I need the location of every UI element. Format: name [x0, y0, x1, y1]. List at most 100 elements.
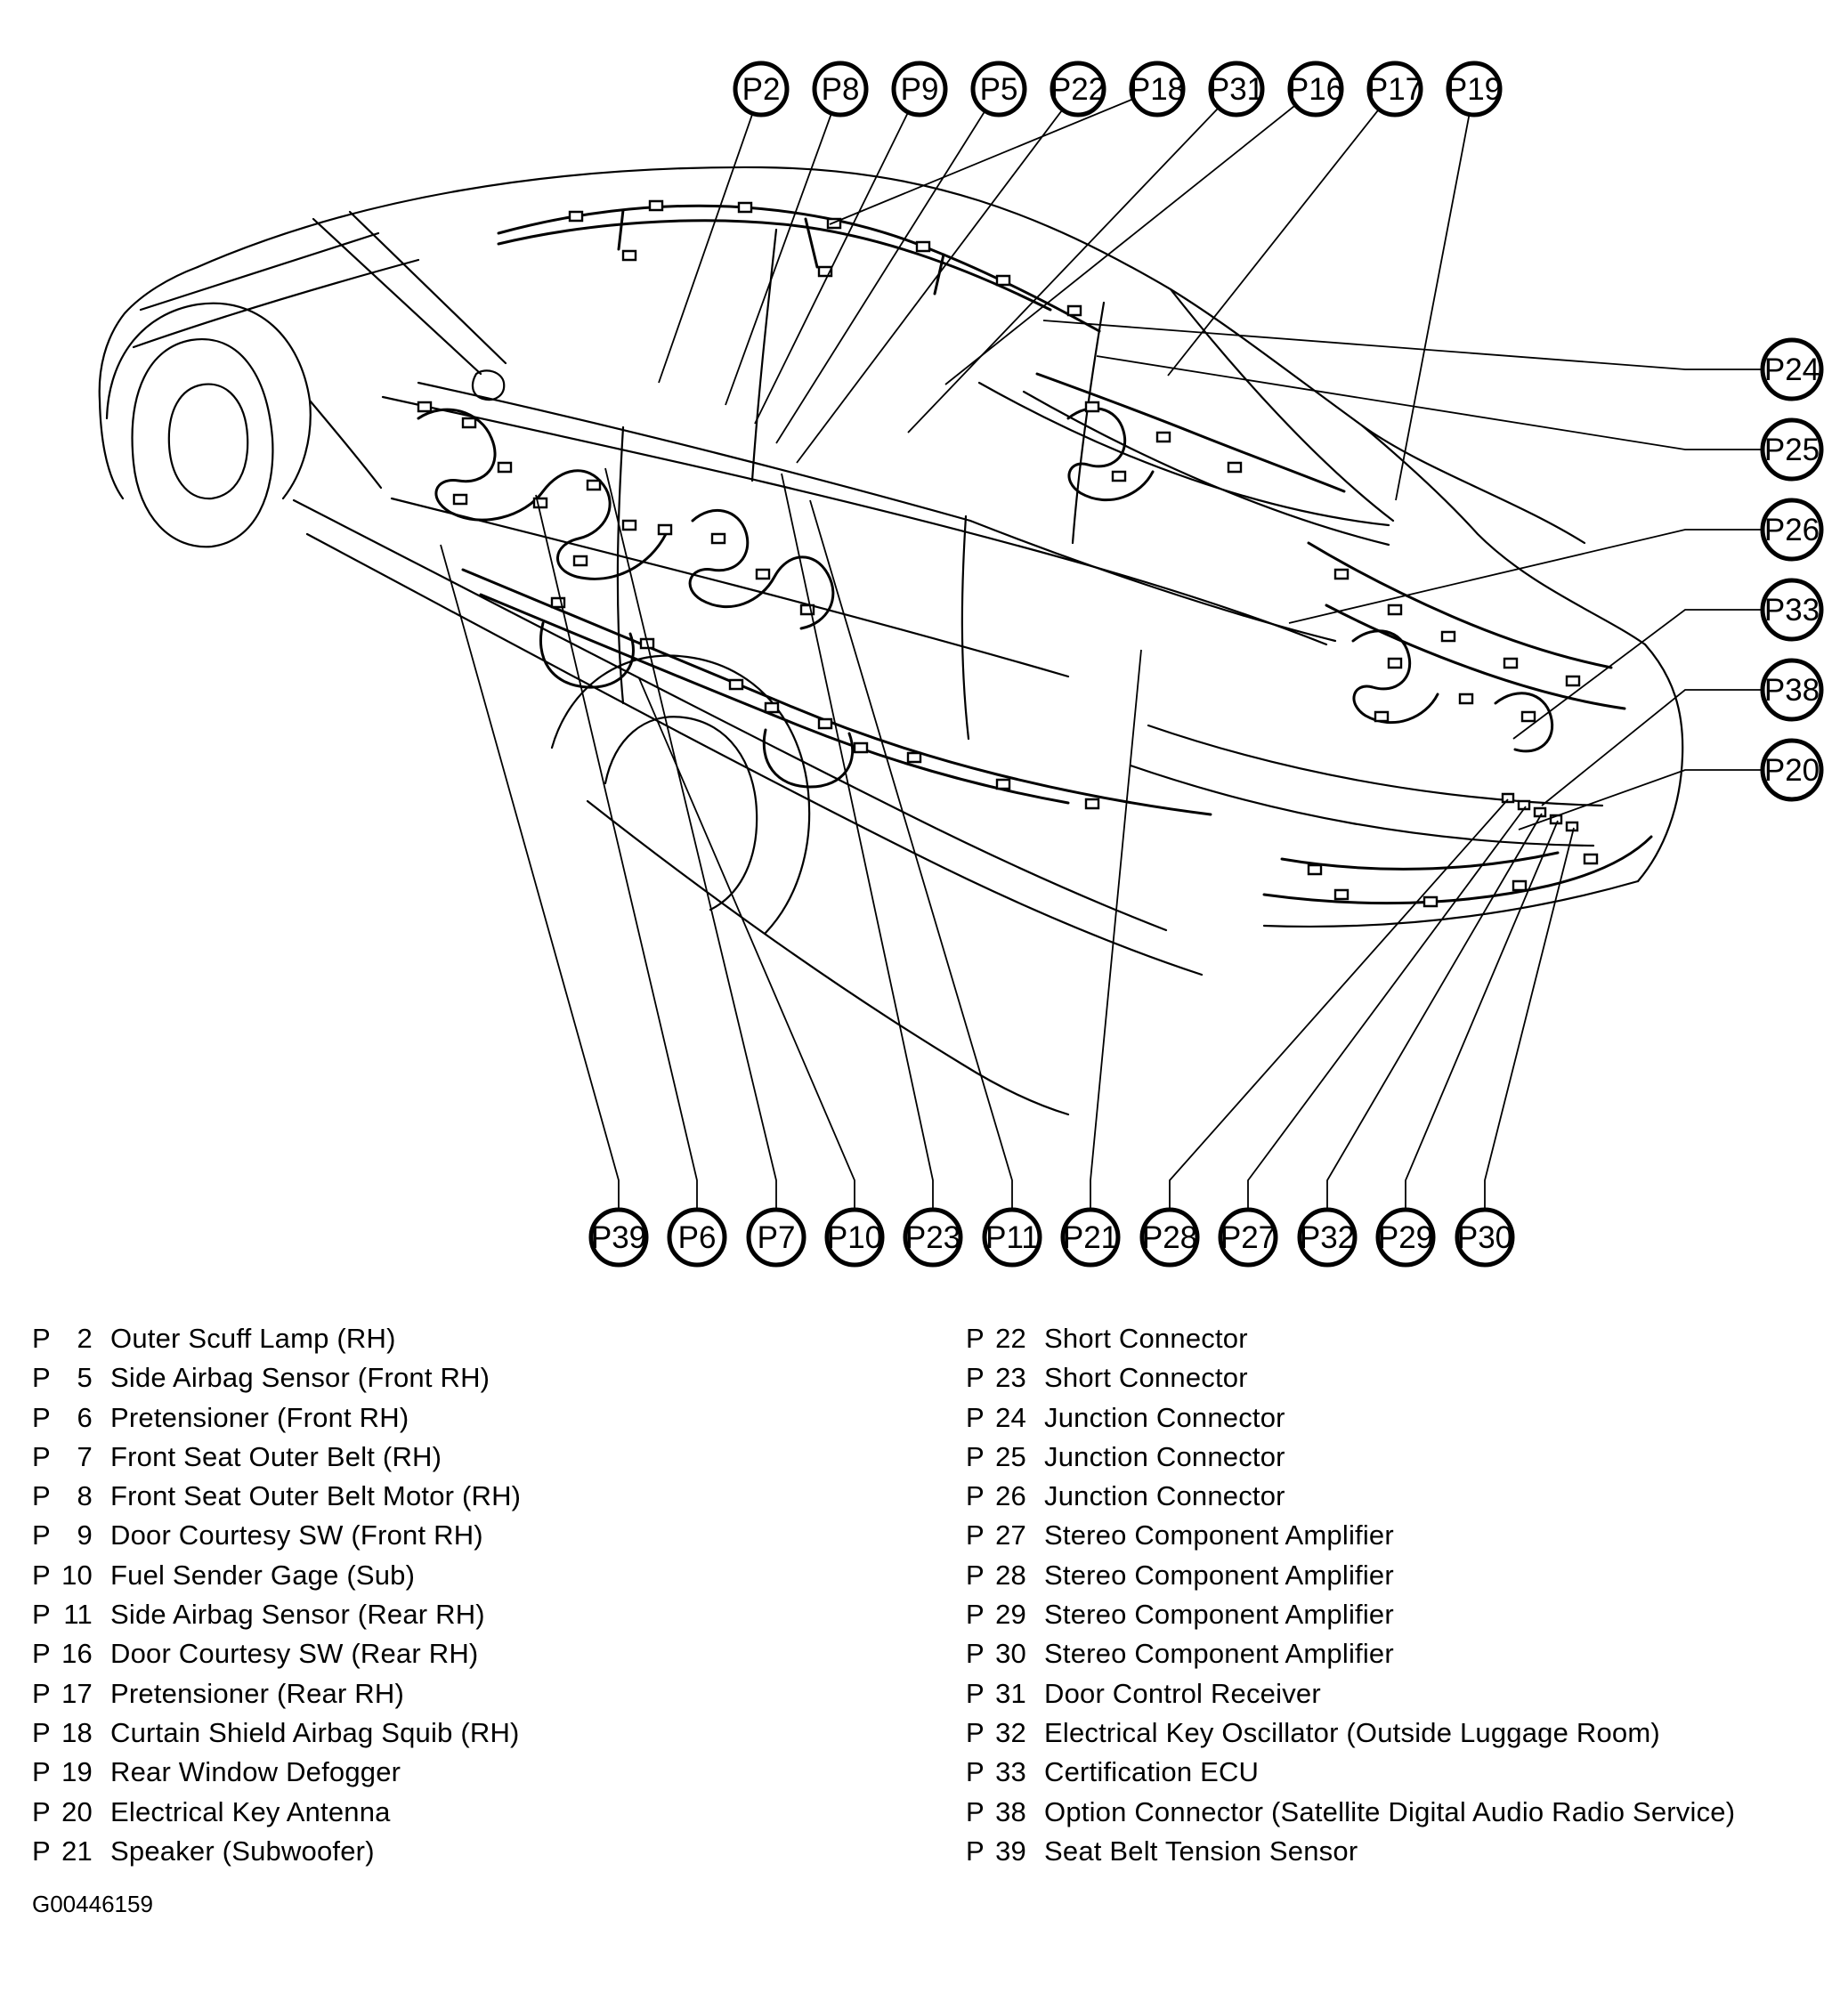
legend-description: Pretensioner (Front RH) [110, 1401, 409, 1433]
callout-circle-P7 [746, 1207, 806, 1268]
legend-row-P24: P 24 Junction Connector [966, 1402, 1735, 1441]
leader-line-P9 [754, 88, 920, 425]
callout-circle-P2 [733, 61, 790, 117]
legend-code-number: 9 [77, 1519, 93, 1551]
callout-circle-P23 [903, 1207, 963, 1268]
legend-code-prefix: P [32, 1519, 51, 1551]
leader-line-P5 [775, 88, 1000, 444]
callout-label-P5: P5 [980, 72, 1018, 107]
callout-circle-P9 [891, 61, 948, 117]
leader-line-P17 [1167, 88, 1396, 377]
legend-code-number: 22 [995, 1323, 1026, 1354]
legend-description: Option Connector (Satellite Digital Audi… [1044, 1795, 1736, 1827]
callout-label-P22: P22 [1050, 72, 1106, 107]
callout-label-P25: P25 [1764, 433, 1820, 467]
legend-code-prefix: P [32, 1795, 51, 1827]
leader-line-P25 [1096, 355, 1792, 450]
legend-description: Short Connector [1044, 1362, 1248, 1394]
callout-circle-P19 [1446, 61, 1503, 117]
callout-label-P26: P26 [1764, 513, 1820, 547]
leader-line-P24 [1042, 320, 1792, 370]
legend-code-prefix: P [966, 1401, 985, 1433]
callout-circle-P6 [667, 1207, 727, 1268]
callout-circle-P28 [1139, 1207, 1200, 1268]
legend-description: Outer Scuff Lamp (RH) [110, 1323, 396, 1354]
callout-circle-P31 [1208, 61, 1265, 117]
legend-description: Electrical Key Oscillator (Outside Lugga… [1044, 1716, 1660, 1748]
callout-label-P27: P27 [1220, 1220, 1276, 1255]
legend-description: Stereo Component Amplifier [1044, 1638, 1394, 1670]
legend-code-number: 6 [77, 1401, 93, 1433]
legend-code-number: 28 [995, 1559, 1026, 1591]
legend-description: Junction Connector [1044, 1401, 1285, 1433]
legend-code-prefix: P [966, 1323, 985, 1354]
legend-code-prefix: P [32, 1756, 51, 1788]
legend-code-prefix: P [966, 1599, 985, 1631]
legend-description: Pretensioner (Rear RH) [110, 1677, 405, 1709]
legend-code-number: 24 [995, 1401, 1026, 1433]
legend-description: Rear Window Defogger [110, 1756, 401, 1788]
callout-label-P30: P30 [1457, 1220, 1512, 1255]
callout-circle-P20 [1760, 738, 1824, 802]
callout-circle-P29 [1375, 1207, 1436, 1268]
legend-description: Door Courtesy SW (Front RH) [110, 1519, 483, 1551]
callout-circle-P25 [1760, 417, 1824, 482]
legend-code-number: 7 [77, 1440, 93, 1472]
legend-description: Side Airbag Sensor (Front RH) [110, 1362, 490, 1394]
callout-label-P11: P11 [985, 1220, 1039, 1255]
leader-line-P32 [1326, 813, 1543, 1237]
legend-code-number: 27 [995, 1519, 1026, 1551]
leader-line-P27 [1247, 806, 1527, 1237]
callout-label-P39: P39 [591, 1220, 646, 1255]
legend-description: Side Airbag Sensor (Rear RH) [110, 1599, 485, 1631]
legend-code-prefix: P [32, 1401, 51, 1433]
legend-code-number: 5 [77, 1362, 93, 1394]
callout-label-P38: P38 [1764, 673, 1820, 708]
callout-label-P6: P6 [678, 1220, 717, 1255]
callout-label-P23: P23 [905, 1220, 960, 1255]
callout-circle-P16 [1287, 61, 1344, 117]
legend-code-prefix: P [966, 1519, 985, 1551]
legend-code-number: 21 [61, 1835, 93, 1867]
callout-circle-P27 [1218, 1207, 1278, 1268]
leader-line-P26 [1288, 529, 1792, 624]
leader-line-P20 [1518, 769, 1792, 830]
callout-label-P9: P9 [901, 72, 939, 107]
legend-code-number: 25 [995, 1440, 1026, 1472]
legend-code-prefix: P [966, 1638, 985, 1670]
callout-label-P7: P7 [758, 1220, 796, 1255]
callout-label-P20: P20 [1764, 753, 1820, 788]
legend-description: Stereo Component Amplifier [1044, 1519, 1394, 1551]
callout-label-P18: P18 [1130, 72, 1185, 107]
leader-line-P38 [1541, 689, 1792, 806]
callout-circle-P17 [1366, 61, 1423, 117]
legend-description: Front Seat Outer Belt Motor (RH) [110, 1480, 522, 1512]
legend-code-prefix: P [32, 1480, 51, 1512]
legend-description: Stereo Component Amplifier [1044, 1559, 1394, 1591]
legend-description: Fuel Sender Gage (Sub) [110, 1559, 416, 1591]
legend-description: Junction Connector [1044, 1480, 1285, 1512]
legend-code-prefix: P [966, 1677, 985, 1709]
legend-description: Speaker (Subwoofer) [110, 1835, 375, 1867]
callout-circle-P33 [1760, 578, 1824, 642]
legend-description: Electrical Key Antenna [110, 1795, 391, 1827]
legend-code-prefix: P [966, 1716, 985, 1748]
